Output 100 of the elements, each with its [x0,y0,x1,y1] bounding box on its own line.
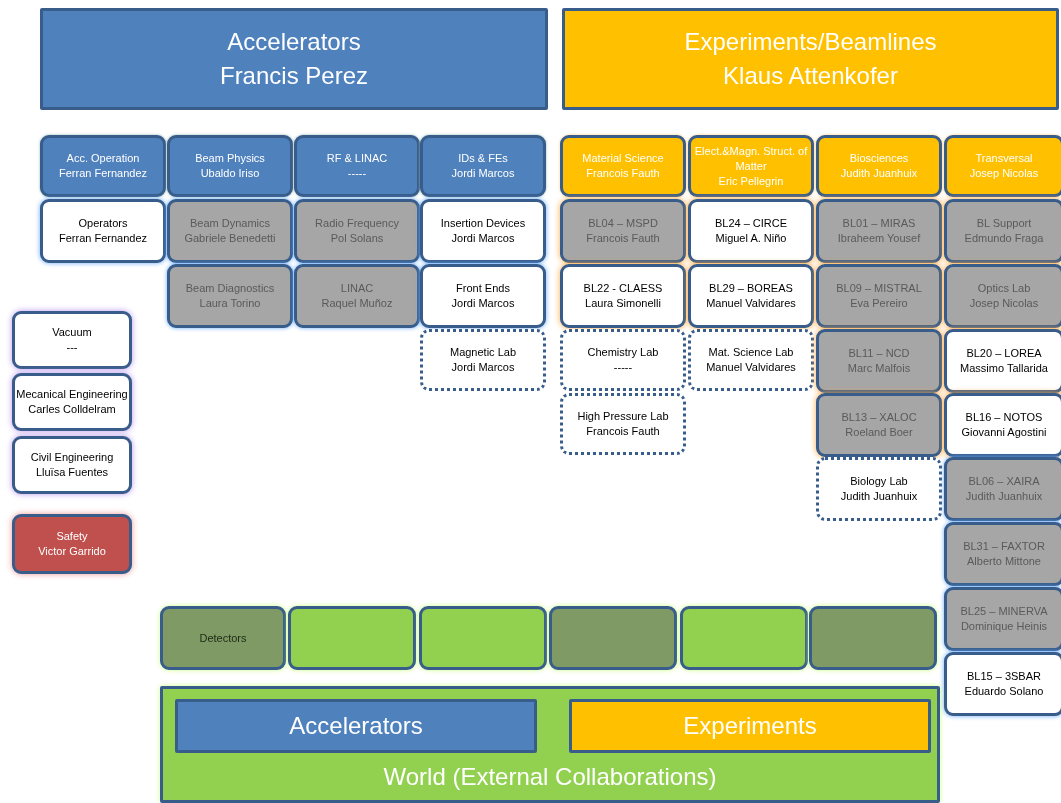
heading-box [175,699,537,753]
person-name: Manuel Valvidares [706,296,796,311]
person-name: Giovanni Agostini [961,425,1047,440]
unit-title: Optics Lab [977,281,1031,296]
unit-box [816,393,942,457]
unit-box [167,135,293,197]
unit-box [944,652,1061,716]
person-name: ----- [613,360,633,375]
unit-title: Biosciences [849,151,909,166]
unit-title: Biology Lab [850,474,908,489]
unit-box [944,522,1061,586]
unit-title: IDs & FEs [458,151,508,166]
unit-title: BL13 – XALOC [841,410,917,425]
unit-box [560,393,686,455]
person-name: Raquel Muñoz [321,296,393,311]
unit-box [12,436,132,494]
unit-box [12,311,132,369]
unit-box [688,264,814,328]
unit-box [688,199,814,263]
person-name: Eva Pereiro [850,296,908,311]
unit-title: Transversal [975,151,1033,166]
unit-box [560,199,686,263]
unit-box [12,373,132,431]
unit-box [809,606,937,670]
unit-box [944,329,1061,393]
heading-box [569,699,931,753]
person-name: Jordi Marcos [451,296,515,311]
heading-box [40,8,548,110]
unit-title: Acc. Operation [66,151,140,166]
unit-box [420,264,546,328]
person-name: Ubaldo Iriso [200,166,260,181]
unit-box [944,264,1061,328]
unit-box [816,329,942,393]
unit-title: High Pressure Lab [577,409,669,424]
person-name: Laura Simonelli [585,296,661,311]
unit-title: World (External Collaborations) [383,762,717,792]
unit-title: Front Ends [456,281,510,296]
person-name: Carles Colldelram [28,402,116,417]
unit-title: Material Science [582,151,664,166]
person-name: Massimo Tallarida [960,361,1048,376]
unit-box [816,457,942,521]
person-name: Klaus Attenkofer [723,61,898,91]
unit-title: Detectors [199,630,247,646]
person-name: Judith Juanhuix [840,489,918,504]
unit-title: BL01 – MIRAS [842,216,916,231]
unit-box [420,135,546,197]
unit-title: BL04 – MSPD [588,216,658,231]
person-name: Judith Juanhuix [965,489,1043,504]
unit-title: Beam Physics [195,151,265,166]
person-name: Roeland Boer [845,425,913,440]
unit-title: Operators [78,216,128,231]
heading-box [562,8,1059,110]
unit-box [420,329,546,391]
person-name: Francis Perez [219,61,368,91]
person-name: Eric Pellegrin [718,173,784,189]
person-name: Alberto Mittone [967,554,1041,569]
unit-title: BL16 – NOTOS [965,410,1043,425]
unit-box [944,135,1061,197]
unit-title: BL29 – BOREAS [709,281,793,296]
unit-box [816,199,942,263]
person-name: Ibraheem Yousef [837,231,921,246]
unit-box [816,264,942,328]
person-name: Pol Solans [330,231,384,246]
person-name: ----- [347,166,367,181]
unit-title: Vacuum [52,325,92,340]
unit-box [294,135,420,197]
unit-title: BL24 – CIRCE [714,216,788,231]
unit-box [160,606,286,670]
person-name: Marc Malfois [847,361,911,376]
unit-box [680,606,808,670]
unit-box [294,264,420,328]
person-name: --- [66,340,78,355]
unit-title: Accelerators [289,711,423,741]
person-name: Jordi Marcos [451,231,515,246]
unit-title: Mecanical Engineering [16,387,128,402]
unit-title: Magnetic Lab [449,345,516,360]
person-name: Dominique Heinis [960,619,1048,634]
unit-title: Beam Diagnostics [185,281,275,296]
person-name: Francois Fauth [586,231,660,246]
unit-box [944,199,1061,263]
person-name: Manuel Valvidares [706,360,796,375]
unit-box [167,264,293,328]
heading-box [160,686,940,803]
person-name: Judith Juanhuix [840,166,918,181]
person-name: Francois Fauth [586,166,660,181]
person-name: Gabriele Benedetti [184,231,276,246]
unit-box [419,606,547,670]
unit-box [944,457,1061,521]
unit-box [294,199,420,263]
unit-title: Chemistry Lab [587,345,659,360]
unit-box [688,135,814,197]
unit-title: BL25 – MINERVA [960,604,1048,619]
unit-box [816,135,942,197]
person-name: Laura Torino [199,296,261,311]
unit-title: Safety [56,529,88,544]
person-name: Edmundo Fraga [964,231,1044,246]
unit-box [560,329,686,391]
unit-title: RF & LINAC [326,151,388,166]
unit-title: Experiments [683,711,817,741]
person-name: Victor Garrido [38,544,106,559]
